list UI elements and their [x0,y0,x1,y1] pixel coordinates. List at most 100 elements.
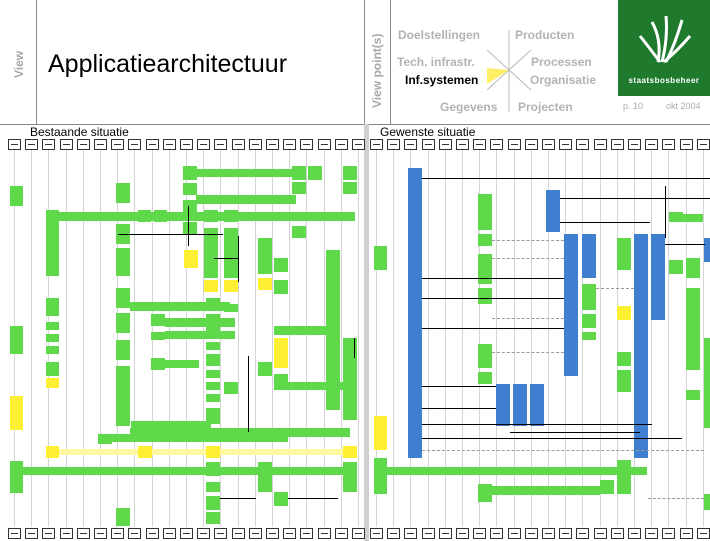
connector-line [193,234,223,235]
column-header-box [8,528,21,539]
dashed-connector [492,352,564,353]
application-box-highlight [138,446,152,458]
column-header-box [576,139,590,150]
application-box [478,194,492,230]
application-box [154,210,167,222]
connector-line [422,298,564,299]
application-box [258,362,272,376]
header: View Applicatiearchitectuur View point(s… [0,0,710,125]
column-gridline [117,150,119,527]
application-box-highlight [204,280,218,292]
column-header-box [283,528,297,539]
application-box-highlight [184,250,198,268]
connector-line [560,222,650,223]
viewpoint-inf-systemen: Inf.systemen [405,73,479,87]
column-header-box [334,528,348,539]
application-box [292,182,306,194]
column-header-box [387,139,401,150]
column-gridline [548,150,549,527]
dashed-connector [596,288,634,289]
application-box [343,462,357,492]
column-header-box [645,139,659,150]
application-box [292,166,306,180]
application-box [292,226,306,238]
application-box [617,460,631,494]
application-box [183,200,197,212]
connector-line [214,258,238,259]
column-gridline [306,150,308,527]
integration-bar [130,428,350,437]
application-box [10,186,23,206]
application-box [582,284,596,310]
integration-bar [196,195,296,204]
column-header-box [214,139,228,150]
column-header-box [248,139,262,150]
column-header-box [473,528,487,539]
application-box [582,314,596,328]
application-box [206,408,220,424]
viewpoint-doelstellingen: Doelstellingen [398,28,481,42]
application-box [116,508,130,526]
column-header-box [524,528,538,539]
application-box [326,250,340,294]
column-header-box [317,528,331,539]
application-box [183,166,197,180]
column-header-box [490,528,504,539]
column-header-box [542,528,555,539]
application-box [151,332,165,340]
integration-bar [130,302,230,311]
application-box [669,212,683,222]
column-gridline [479,150,481,527]
application-box [478,344,492,368]
column-header-box [438,139,452,150]
application-box [206,354,220,366]
application-box [343,182,357,194]
column-header-box [214,528,228,539]
column-header-box [696,139,710,150]
application-box [478,288,492,304]
target-system-block [513,384,527,426]
application-box [46,334,59,342]
column-header-box [42,139,56,150]
application-box [686,390,700,400]
integration-bar [131,421,211,429]
column-header-box [628,139,641,150]
application-box [343,166,357,180]
column-header-box [679,528,693,539]
application-box [116,313,130,333]
column-gridline [376,150,377,527]
viewpoint-star-graphic [486,30,532,112]
column-header-box [473,139,487,150]
column-gridline [82,150,84,527]
application-box [183,183,197,195]
application-box-highlight [10,396,23,430]
integration-bar [165,360,199,368]
application-box-highlight [46,446,59,458]
viewpoint-projecten: Projecten [518,100,573,114]
column-header-box [94,139,107,150]
column-gridline [427,150,429,527]
column-header-box [645,528,659,539]
column-header-box [197,139,211,150]
application-box [704,338,710,428]
target-system-block [564,234,578,376]
target-system-block [634,234,648,458]
target-system-block [546,190,560,232]
connector-line [422,408,496,409]
application-box-highlight [258,278,272,290]
column-header-box [162,528,176,539]
integration-bar [683,214,703,222]
application-box [183,222,197,234]
application-box [116,288,130,308]
application-box [374,246,387,270]
column-header-box [111,528,125,539]
connector-line [288,498,338,499]
column-header-box [370,528,383,539]
connector-line [665,186,666,238]
page-number: p. 10 [623,101,644,111]
column-header-box [559,528,573,539]
dashed-connector [492,258,564,259]
column-header-box [542,139,555,150]
application-box [10,326,23,354]
application-box-highlight [617,306,631,320]
